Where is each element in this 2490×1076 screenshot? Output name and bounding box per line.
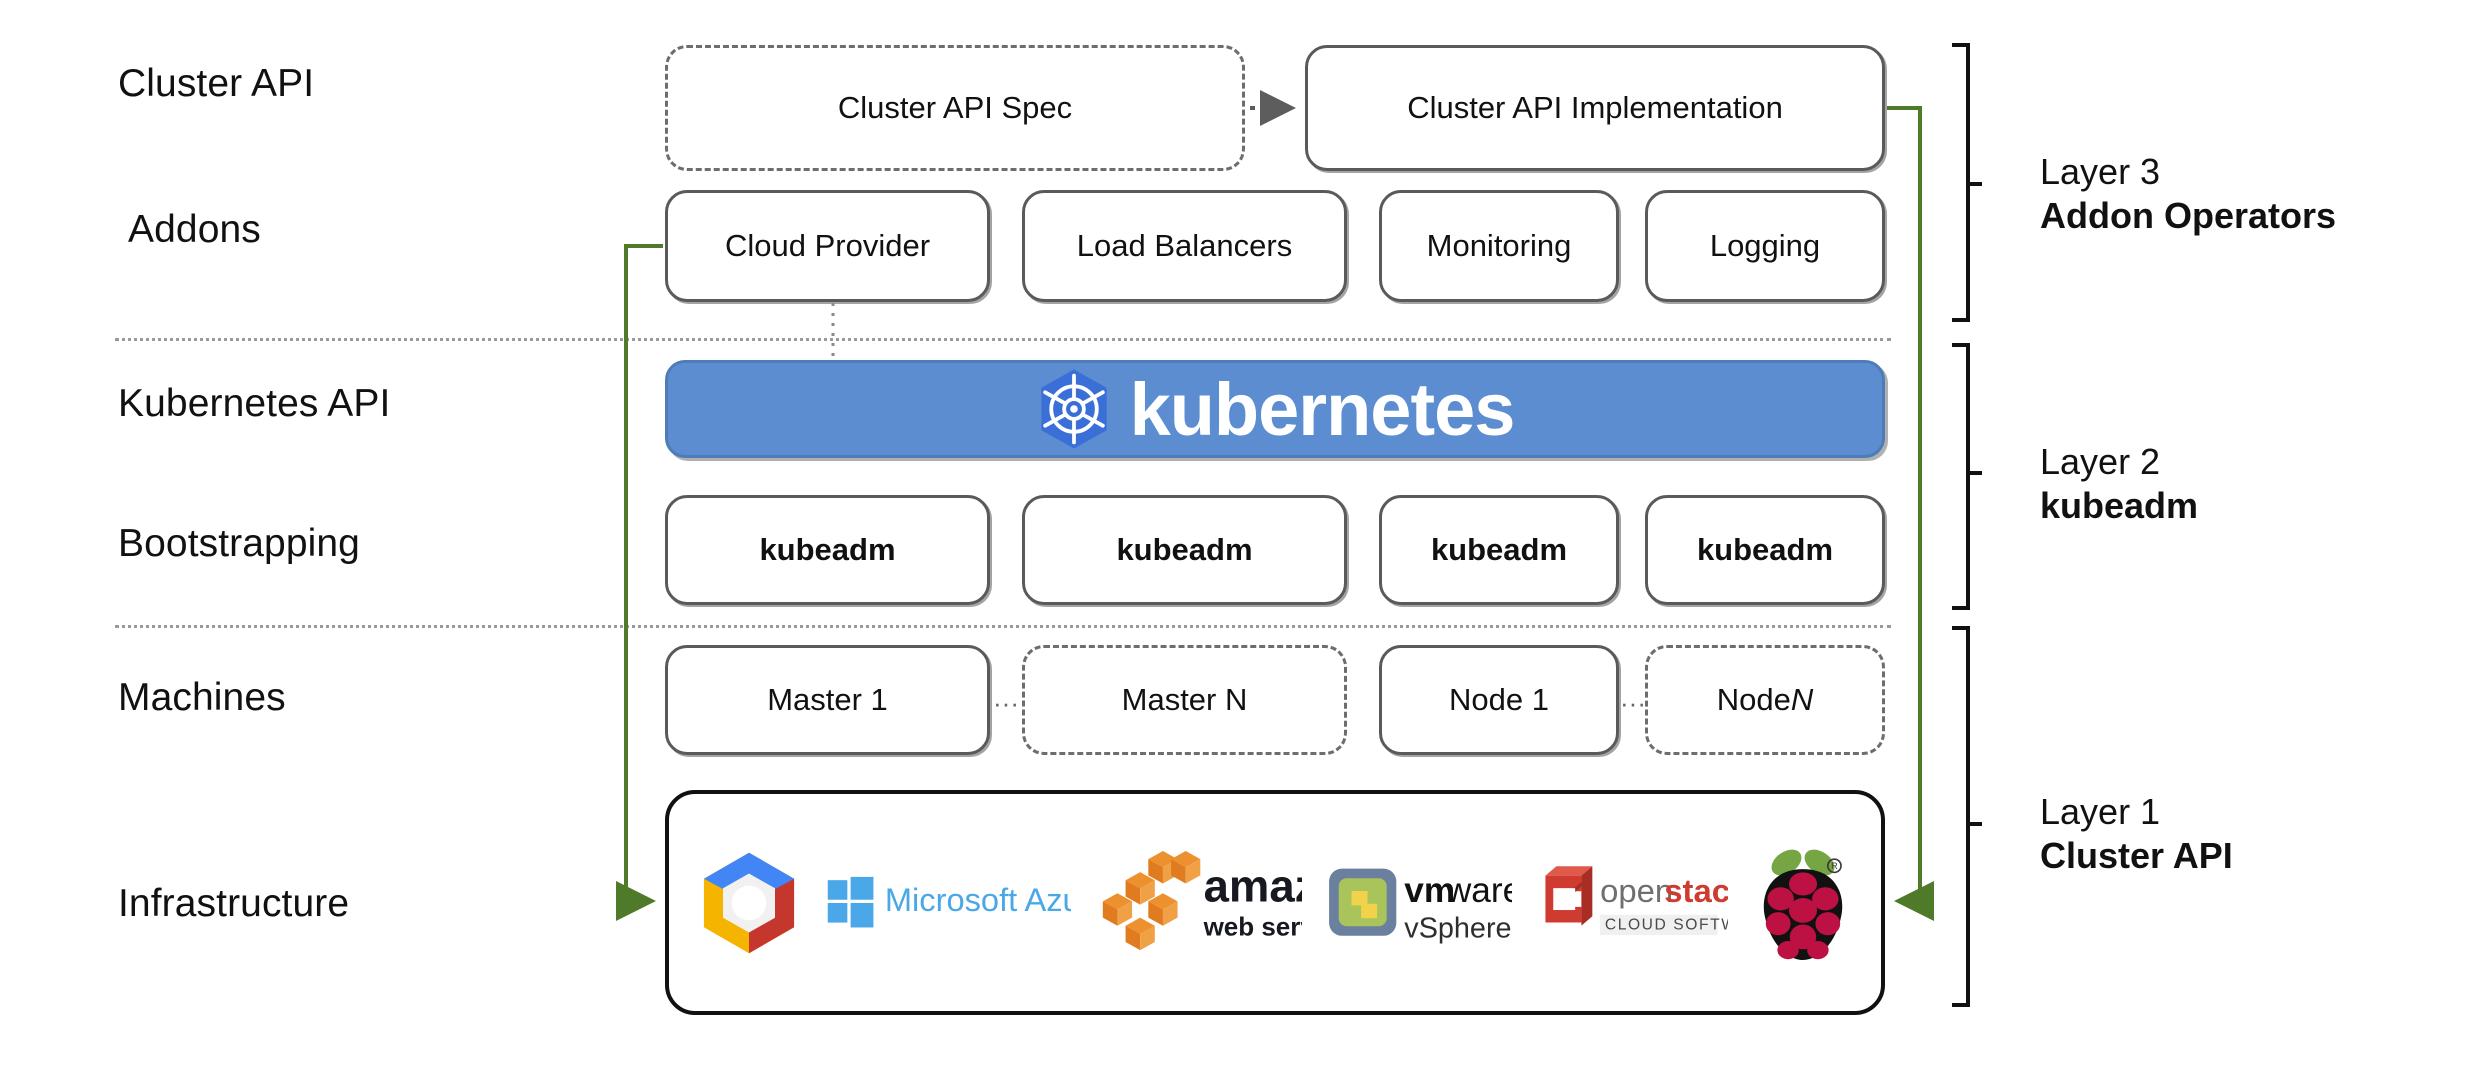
svg-text:R: R (1831, 861, 1838, 871)
machine-label-italic-suffix: N (1790, 682, 1814, 717)
svg-text:amazon: amazon (1203, 860, 1301, 911)
machine-label: Node 1 (1449, 682, 1549, 717)
row-label-kubernetes-api: Kubernetes API (118, 382, 391, 425)
addon-label: Cloud Provider (724, 228, 931, 263)
separator-layer2-layer1 (115, 625, 1891, 628)
svg-text:vSphere: vSphere (1404, 912, 1511, 944)
addon-box-cloud-provider[interactable]: Cloud Provider (665, 190, 990, 302)
cluster-api-implementation-box[interactable]: Cluster API Implementation (1305, 45, 1885, 171)
row-label-machines: Machines (118, 676, 286, 719)
layer-2-bracket (1952, 343, 1982, 610)
bootstrap-box-1[interactable]: kubeadm (665, 495, 990, 605)
addon-label: Logging (1709, 228, 1821, 263)
cluster-api-spec-box[interactable]: Cluster API Spec (665, 45, 1245, 171)
layer-3-number: Layer 3 (2040, 151, 2161, 192)
layer-1-name: Cluster API (2040, 834, 2233, 876)
vmware-vsphere-logo: vm ware vSphere (1327, 859, 1512, 947)
amazon-web-services-logo: amazon web services (1097, 850, 1302, 955)
bootstrap-box-2[interactable]: kubeadm (1022, 495, 1347, 605)
kubernetes-helm-wheel-icon (1036, 368, 1112, 450)
row-label-bootstrapping: Bootstrapping (118, 522, 360, 565)
cloud-provider-to-infrastructure-arrow (616, 244, 663, 921)
bootstrap-box-3[interactable]: kubeadm (1379, 495, 1619, 605)
machine-label: Master N (1121, 682, 1248, 717)
microsoft-azure-logo: Microsoft Azure (826, 872, 1071, 934)
layer-2-name: kubeadm (2040, 484, 2199, 526)
layer-2-number: Layer 2 (2040, 441, 2161, 482)
machine-box-node-1[interactable]: Node 1 (1379, 645, 1619, 755)
raspberry-pi-logo: R (1753, 841, 1853, 965)
kubernetes-banner[interactable]: kubernetes (665, 360, 1885, 458)
kubernetes-wordmark: kubernetes (1129, 367, 1516, 451)
cluster-api-spec-label: Cluster API Spec (837, 90, 1073, 125)
layer-1-label: Layer 1 Cluster API (2040, 790, 2233, 878)
openstack-logo: open stack CLOUD SOFTWARE (1538, 860, 1728, 946)
google-cloud-platform-logo (697, 847, 801, 959)
row-label-cluster-api: Cluster API (118, 62, 315, 105)
addon-box-logging[interactable]: Logging (1645, 190, 1885, 302)
bootstrap-label: kubeadm (1430, 532, 1568, 567)
machine-box-master-1[interactable]: Master 1 (665, 645, 990, 755)
bootstrap-label: kubeadm (1116, 532, 1253, 567)
machine-label: Master 1 (767, 682, 888, 717)
svg-text:ware: ware (1445, 871, 1512, 910)
layer-3-label: Layer 3 Addon Operators (2040, 150, 2336, 238)
svg-text:Microsoft Azure: Microsoft Azure (885, 881, 1071, 918)
bootstrap-box-4[interactable]: kubeadm (1645, 495, 1885, 605)
svg-text:stack: stack (1664, 872, 1728, 909)
svg-text:CLOUD SOFTWARE: CLOUD SOFTWARE (1604, 916, 1727, 933)
addon-box-monitoring[interactable]: Monitoring (1379, 190, 1619, 302)
cluster-api-implementation-label: Cluster API Implementation (1407, 90, 1783, 125)
svg-text:web services: web services (1202, 911, 1301, 941)
layer-2-label: Layer 2 kubeadm (2040, 440, 2198, 528)
layer-1-number: Layer 1 (2040, 791, 2161, 832)
bootstrap-label: kubeadm (759, 532, 896, 567)
row-label-addons: Addons (128, 208, 261, 251)
addon-label: Monitoring (1426, 228, 1572, 263)
layer-3-name: Addon Operators (2040, 194, 2337, 236)
svg-text:open: open (1600, 872, 1673, 909)
infrastructure-box[interactable]: Microsoft Azure amazon web services (665, 790, 1885, 1015)
machines-ellipsis-2: ··· (1620, 688, 1646, 718)
layer-3-bracket (1952, 43, 1982, 322)
svg-text:vm: vm (1404, 871, 1455, 910)
machine-box-node-n[interactable]: Node N (1645, 645, 1885, 755)
layer-1-bracket (1952, 626, 1982, 1007)
implementation-to-infrastructure-arrow (1887, 106, 1934, 921)
machines-ellipsis-1: ··· (993, 688, 1019, 718)
bootstrap-label: kubeadm (1696, 532, 1834, 567)
separator-layer3-layer2 (115, 338, 1891, 341)
machine-label: Node (1716, 682, 1791, 717)
machine-box-master-n[interactable]: Master N (1022, 645, 1347, 755)
row-label-infrastructure: Infrastructure (118, 882, 350, 925)
addon-label: Load Balancers (1076, 228, 1293, 263)
addon-box-load-balancers[interactable]: Load Balancers (1022, 190, 1347, 302)
